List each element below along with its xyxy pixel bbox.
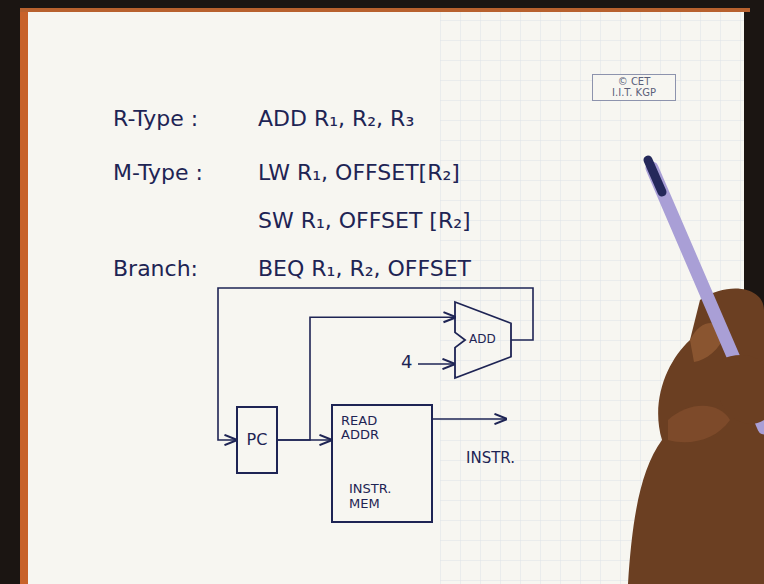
instruction-text: BEQ R₁, R₂, OFFSET — [258, 256, 471, 281]
adder-unit: ADD — [455, 302, 511, 378]
node-title: READ ADDR — [341, 414, 379, 443]
pen-illustration — [652, 168, 764, 428]
type-heading: M-Type : — [113, 160, 203, 185]
node-title: PC — [247, 431, 268, 449]
output-wire — [433, 418, 506, 420]
node-title: ADD — [469, 333, 496, 346]
memory-box: READ ADDR INSTR. MEM — [331, 404, 433, 523]
instruction-text: ADD R₁, R₂, R₃ — [258, 106, 414, 131]
page-edge — [20, 8, 28, 584]
node-text: INSTR. MEM — [341, 482, 391, 511]
instruction-text: SW R₁, OFFSET [R₂] — [258, 208, 471, 233]
hand-illustration — [628, 289, 764, 584]
watermark: © CET I.I.T. KGP — [609, 76, 659, 98]
type-heading: Branch: — [113, 256, 198, 281]
register-box: PC — [236, 406, 278, 474]
signal-label: INSTR. — [466, 450, 515, 467]
input-wire — [418, 363, 454, 365]
type-heading: R-Type : — [113, 106, 198, 131]
constant-label: 4 — [401, 352, 412, 373]
page-edge — [20, 8, 750, 12]
datapath-wire — [278, 439, 331, 441]
instruction-text: LW R₁, OFFSET[R₂] — [258, 160, 460, 185]
